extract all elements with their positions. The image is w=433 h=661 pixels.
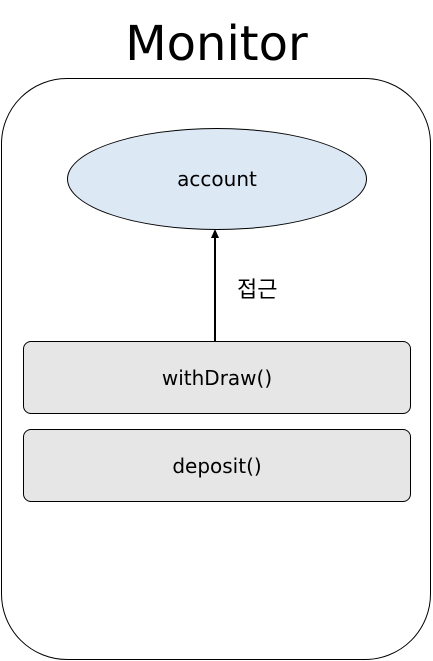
account-label: account <box>177 167 257 191</box>
account-ellipse: account <box>67 128 367 230</box>
diagram-title: Monitor <box>125 16 308 72</box>
deposit-method-label: deposit() <box>172 453 262 478</box>
withdraw-method-label: withDraw() <box>161 365 273 390</box>
access-arrow-label: 접근 <box>237 278 278 303</box>
withdraw-method-box: withDraw() <box>23 341 411 414</box>
deposit-method-box: deposit() <box>23 429 411 502</box>
